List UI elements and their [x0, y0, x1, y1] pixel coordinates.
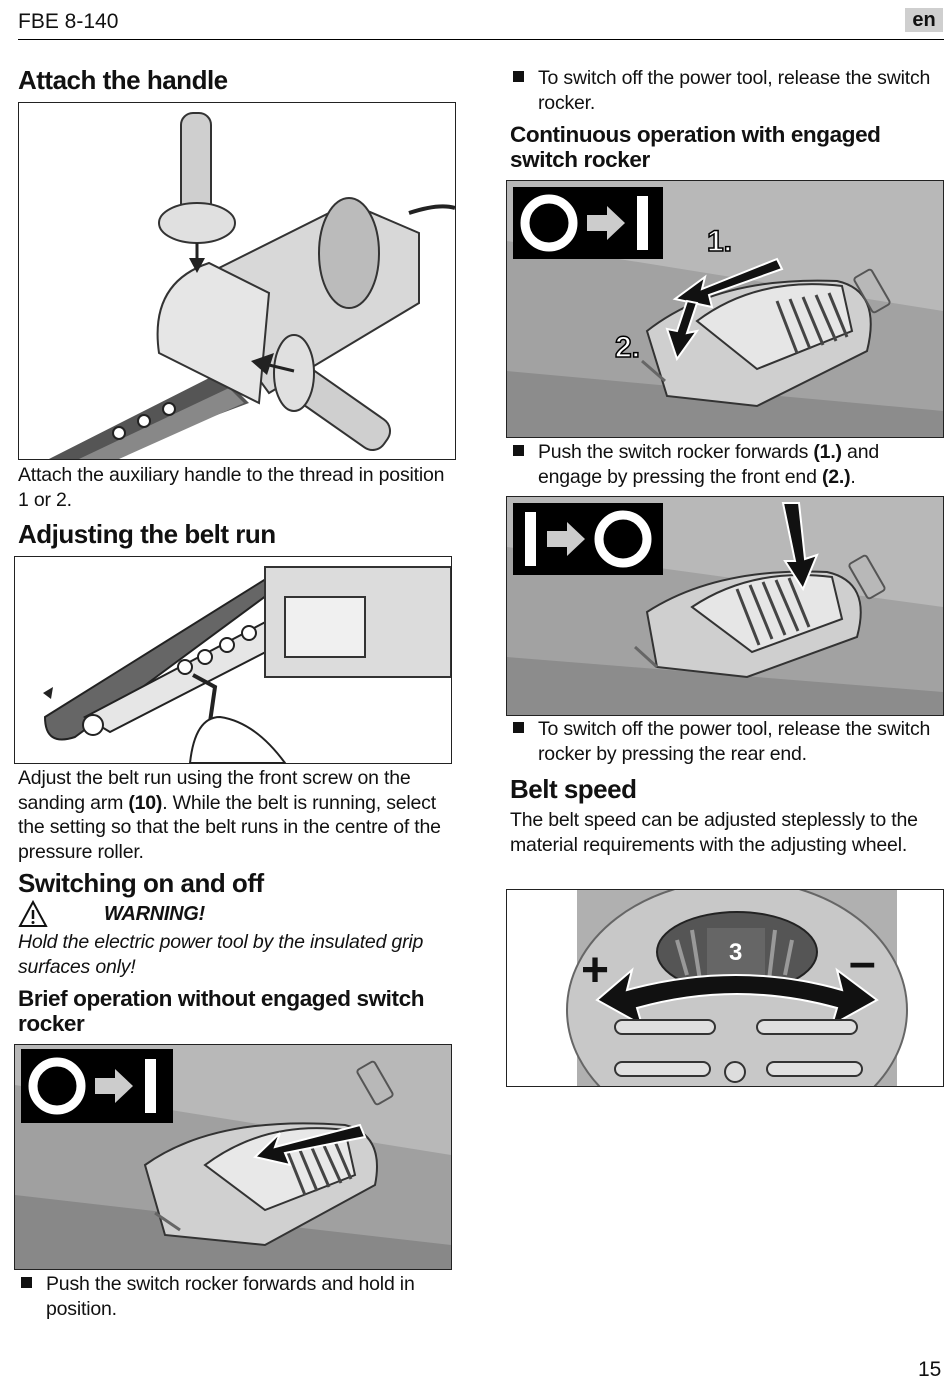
- belt-run-text: Adjust the belt run using the front scre…: [18, 766, 458, 864]
- brief-title-block: Brief operation without engaged switch r…: [18, 986, 458, 1036]
- continuous-bullet-c: and engage by pressing the front end: [538, 441, 879, 488]
- belt-speed-text: The belt speed can be adjusted steplessl…: [510, 809, 918, 856]
- brief-operation-title: Brief operation without engaged switch r…: [18, 986, 425, 1036]
- continuous-bullet-block: Push the switch rocker forwards (1.) and…: [510, 440, 942, 489]
- step-1-label: 1.: [707, 225, 732, 258]
- warning-block: WARNING! Hold the electric power tool by…: [18, 900, 458, 979]
- language-badge: en: [905, 8, 943, 32]
- continuous-operation-title: Continuous operation with engaged switch…: [510, 122, 881, 172]
- belt-run-ref: (10): [128, 791, 163, 814]
- bullet-square-icon: [513, 445, 524, 456]
- continuous-bullet-a: Push the switch rocker forwards: [538, 441, 814, 463]
- switching-title: Switching on and off: [18, 868, 264, 898]
- brief-operation-figure: [14, 1044, 452, 1270]
- belt-run-text-a: Adjust the belt run using the front scre…: [18, 767, 411, 814]
- off2-bullet: To switch off the power tool, release th…: [510, 717, 942, 766]
- continuous-figure-1: 1. 2.: [506, 180, 944, 438]
- bullet-square-icon: [513, 722, 524, 733]
- belt-adjust-illustration: [15, 557, 451, 763]
- belt-speed-text-block: The belt speed can be adjusted steplessl…: [510, 808, 942, 857]
- attach-handle-text: Attach the auxiliary handle to the threa…: [18, 464, 445, 511]
- bullet-square-icon: [21, 1277, 32, 1288]
- warning-triangle-icon: [18, 900, 48, 927]
- off2-block: To switch off the power tool, release th…: [510, 717, 942, 766]
- continuous-bullet-d: .: [850, 465, 856, 488]
- attach-handle-title-block: Attach the handle: [18, 66, 458, 95]
- switch-rocker-release-illustration: [507, 497, 943, 715]
- off2-text: To switch off the power tool, release th…: [538, 718, 931, 765]
- step-2-label: 2.: [615, 331, 640, 364]
- grinder-handle-illustration: [19, 103, 455, 459]
- off1-block: To switch off the power tool, release th…: [510, 66, 942, 115]
- belt-run-title-block: Adjusting the belt run: [18, 520, 458, 549]
- attach-handle-title: Attach the handle: [18, 65, 228, 95]
- switch-rocker-push-illustration: [15, 1045, 451, 1269]
- continuous-ref-1: (1.): [813, 441, 842, 463]
- page-number: 15: [918, 1358, 942, 1381]
- header-model: FBE 8-140: [18, 10, 119, 33]
- brief-bullet-block: Push the switch rocker forwards and hold…: [18, 1272, 458, 1321]
- continuous-title-block: Continuous operation with engaged switch…: [510, 122, 942, 172]
- attach-handle-figure: [18, 102, 456, 460]
- belt-speed-figure: 3 + –: [506, 889, 944, 1087]
- wheel-number: 3: [729, 939, 742, 966]
- belt-run-title: Adjusting the belt run: [18, 519, 276, 549]
- attach-handle-text-block: Attach the auxiliary handle to the threa…: [18, 463, 458, 512]
- header-rule: [18, 39, 944, 40]
- switch-off-figure: [506, 496, 944, 716]
- warning-label: WARNING!: [104, 903, 205, 925]
- brief-bullet: Push the switch rocker forwards and hold…: [18, 1272, 458, 1321]
- brief-bullet-text: Push the switch rocker forwards and hold…: [46, 1273, 415, 1320]
- bullet-square-icon: [513, 71, 524, 82]
- continuous-bullet: Push the switch rocker forwards (1.) and…: [510, 440, 942, 489]
- belt-run-text-block: Adjust the belt run using the front scre…: [18, 766, 458, 864]
- warning-text: Hold the electric power tool by the insu…: [18, 931, 424, 978]
- belt-speed-title-block: Belt speed: [510, 775, 942, 804]
- switch-rocker-engage-illustration: 1. 2.: [507, 181, 943, 437]
- minus-sign: –: [849, 936, 876, 989]
- belt-run-figure: [14, 556, 452, 764]
- warning-row: WARNING!: [18, 900, 458, 928]
- continuous-ref-2: (2.): [821, 465, 851, 488]
- switching-title-block: Switching on and off: [18, 869, 458, 898]
- plus-sign: +: [581, 944, 609, 997]
- off1-text: To switch off the power tool, release th…: [538, 67, 931, 114]
- adjusting-wheel-illustration: 3 + –: [507, 890, 943, 1086]
- off1-bullet: To switch off the power tool, release th…: [510, 66, 942, 115]
- belt-run-text-b: . While the belt is running, select the …: [18, 791, 441, 863]
- belt-speed-title: Belt speed: [510, 774, 637, 804]
